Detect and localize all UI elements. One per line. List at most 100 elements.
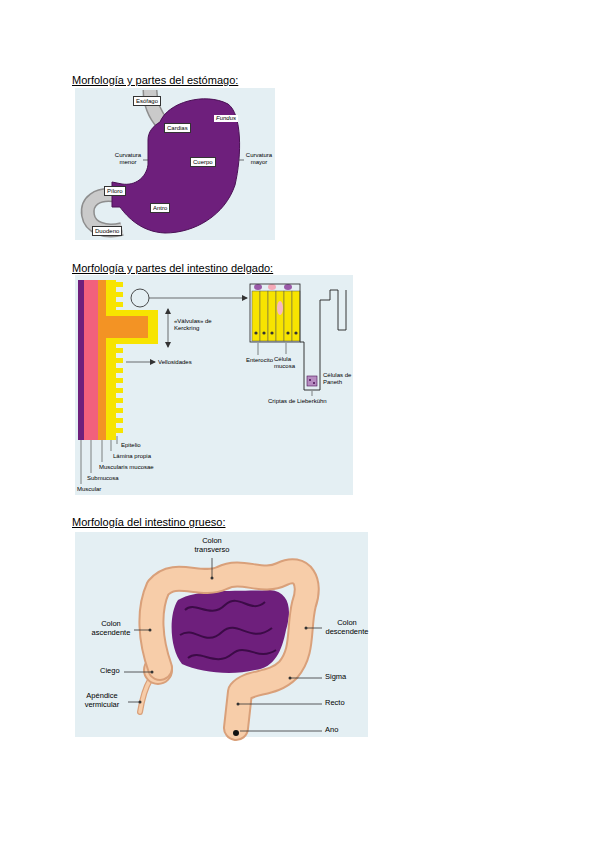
cell bbox=[260, 291, 268, 341]
villus bbox=[116, 348, 123, 353]
zoom-line bbox=[149, 298, 247, 299]
villus bbox=[116, 378, 123, 383]
cell bbox=[284, 291, 292, 341]
kerckring-core bbox=[98, 316, 148, 338]
part-label: Sigma bbox=[325, 673, 346, 682]
appendix bbox=[140, 680, 150, 712]
leader-line bbox=[286, 343, 287, 354]
part-name: Esófago bbox=[136, 97, 158, 105]
leader-line bbox=[126, 362, 155, 363]
part-label: Criptas de Lieberkühn bbox=[268, 398, 327, 405]
colon-outline bbox=[151, 571, 306, 728]
paneth-cell bbox=[307, 376, 317, 386]
part-label: Célula mucosa bbox=[274, 356, 300, 370]
submucosa-layer bbox=[84, 280, 98, 440]
leader-dot bbox=[139, 701, 142, 704]
panel-ground bbox=[75, 275, 353, 495]
granule bbox=[309, 379, 311, 381]
part-label: Epitelio bbox=[121, 442, 141, 449]
leader-line bbox=[134, 630, 150, 631]
part-name: Antro bbox=[153, 204, 167, 212]
villus bbox=[116, 388, 123, 393]
part-label: Curvatura mayor bbox=[245, 152, 273, 166]
part-label: Células de Paneth bbox=[323, 372, 352, 386]
part-label: Lámina propia bbox=[113, 453, 151, 460]
part-name: Píloro bbox=[107, 187, 123, 195]
leader-line bbox=[111, 440, 112, 451]
cell-top bbox=[254, 284, 262, 290]
cell-top bbox=[284, 284, 292, 290]
part-label: Muscularis mucosae bbox=[99, 464, 154, 471]
nucleus bbox=[254, 331, 257, 334]
leader-line bbox=[102, 440, 103, 462]
part-label: Ano bbox=[325, 726, 338, 735]
villus bbox=[116, 398, 123, 403]
part-label: Fundus bbox=[214, 115, 238, 122]
cell bbox=[268, 291, 276, 341]
part-label: Submucosa bbox=[87, 475, 119, 482]
leader-line bbox=[143, 160, 148, 161]
appendix-outline bbox=[140, 680, 150, 712]
villus bbox=[116, 408, 123, 413]
panel-ground bbox=[75, 88, 275, 240]
part-label: Ciego bbox=[100, 667, 120, 676]
colon bbox=[151, 571, 306, 728]
leader-dot bbox=[149, 629, 152, 632]
part-box: Cardias bbox=[164, 123, 191, 133]
goblet-cell bbox=[277, 301, 283, 315]
cell bbox=[276, 291, 284, 341]
cell bbox=[292, 291, 300, 341]
leader-line bbox=[306, 628, 322, 629]
section-heading: Morfología y partes del intestino delgad… bbox=[72, 262, 273, 275]
leader-line bbox=[128, 702, 140, 703]
section-heading: Morfología del intestino grueso: bbox=[72, 516, 225, 529]
granule bbox=[313, 382, 315, 384]
leader-line bbox=[258, 343, 259, 355]
part-box: Esófago bbox=[133, 96, 161, 106]
part-label: Colon descendente bbox=[325, 619, 369, 636]
small-intestine bbox=[172, 590, 289, 673]
part-label: Apéndice vermicular bbox=[78, 692, 126, 709]
leader-line bbox=[290, 678, 322, 679]
part-label: Curvatura menor bbox=[114, 152, 142, 166]
part-label: Colon transverso bbox=[191, 537, 233, 554]
part-box: Píloro bbox=[104, 186, 126, 196]
part-name: Cuerpo bbox=[193, 158, 213, 166]
part-label: Recto bbox=[325, 699, 345, 708]
leader-dot bbox=[211, 577, 214, 580]
part-label: Colon ascendente bbox=[89, 620, 133, 637]
muscular-layer bbox=[78, 280, 84, 440]
villus bbox=[116, 368, 123, 373]
section-heading: Morfología y partes del estómago: bbox=[72, 74, 238, 87]
part-box: Antro bbox=[150, 203, 170, 213]
part-box: Cuerpo bbox=[190, 157, 216, 167]
panel-ground bbox=[75, 532, 368, 737]
part-name: Cardias bbox=[167, 124, 188, 132]
intestine-loop bbox=[180, 628, 272, 638]
villus bbox=[116, 418, 123, 423]
villus bbox=[116, 282, 123, 287]
part-box: Duodeno bbox=[92, 226, 122, 236]
leader-dot bbox=[237, 703, 240, 706]
leader-line bbox=[124, 672, 152, 673]
villus bbox=[116, 292, 123, 297]
nucleus bbox=[286, 331, 289, 334]
zoom-circle bbox=[131, 289, 149, 307]
leader-dot bbox=[305, 627, 308, 630]
muscularis-layer bbox=[98, 280, 106, 440]
cell-top bbox=[268, 284, 276, 290]
leader-line bbox=[212, 558, 213, 578]
bracket-line bbox=[168, 309, 169, 347]
part-label: Enterocito bbox=[246, 357, 273, 364]
leader-line bbox=[312, 391, 313, 396]
nucleus bbox=[294, 331, 297, 334]
leader-line bbox=[81, 440, 82, 484]
leader-line bbox=[239, 160, 244, 161]
villus bbox=[116, 302, 123, 307]
leader-line bbox=[238, 704, 322, 705]
leader-dot bbox=[289, 677, 292, 680]
villus bbox=[116, 358, 123, 363]
epithelium-outline bbox=[250, 284, 300, 342]
